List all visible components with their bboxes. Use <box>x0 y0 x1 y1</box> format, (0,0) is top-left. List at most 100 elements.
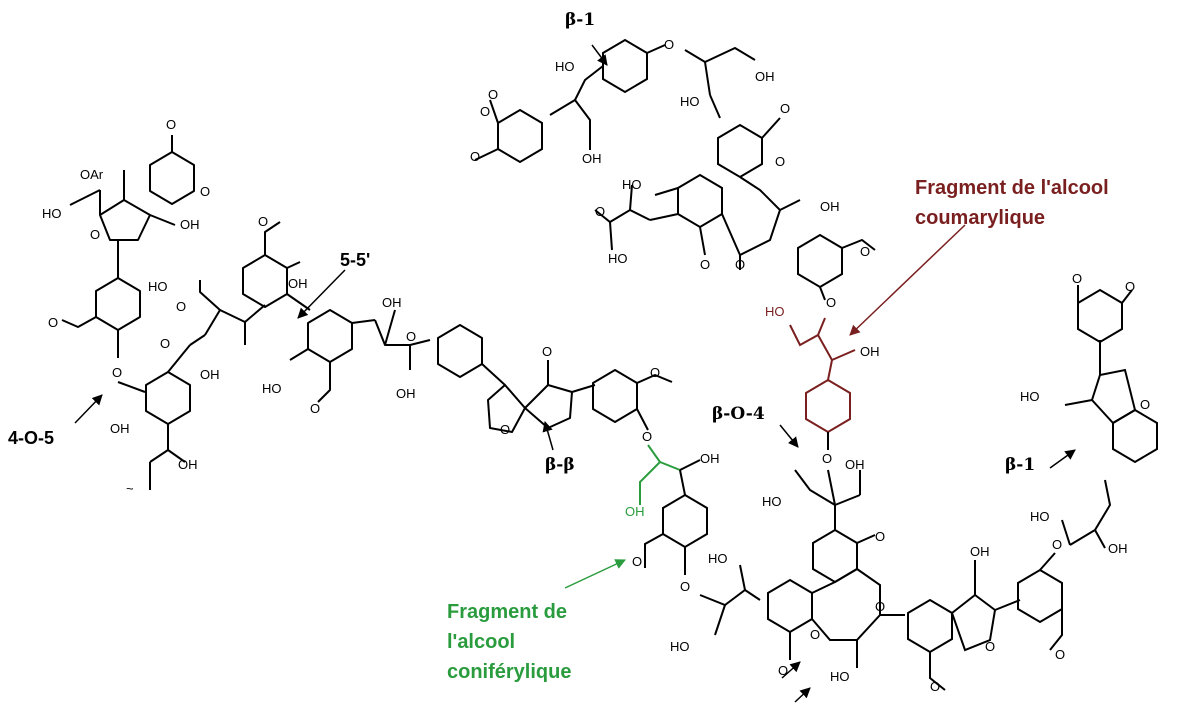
bond <box>761 117 781 139</box>
phenyl-ring-center <box>437 324 483 378</box>
bond <box>994 599 1021 611</box>
bond <box>609 221 613 251</box>
bond <box>819 286 826 301</box>
side-chain <box>699 588 761 607</box>
group-ether-o: O <box>406 329 417 344</box>
methoxy-bond <box>264 221 281 255</box>
group-ether-o: O <box>664 37 675 52</box>
group-ome: O <box>310 401 321 416</box>
bond <box>827 359 833 381</box>
side-chain <box>794 469 836 506</box>
dioxocin-ring-left <box>767 578 813 634</box>
group-ome: O <box>700 257 711 272</box>
group-oh: OH <box>700 451 720 466</box>
group-ome: O <box>480 104 491 119</box>
group-ring-o: O <box>1140 397 1151 412</box>
bond <box>286 261 301 269</box>
bond <box>286 293 311 311</box>
methoxy-bond <box>644 533 664 568</box>
bond <box>189 334 206 346</box>
group-oh: OH <box>178 457 198 472</box>
bond <box>704 61 711 96</box>
group-ring-o: O <box>90 227 101 242</box>
bond <box>817 334 833 361</box>
top-ring-left <box>497 108 543 164</box>
group-ring-o: O <box>985 639 996 654</box>
group-ring-o: O <box>875 599 886 614</box>
group-ether-o: O <box>826 295 837 310</box>
right-benzofuran-furan <box>1090 368 1137 425</box>
group-ome: O <box>860 244 871 259</box>
arrow-5-5 <box>297 269 346 319</box>
side-chain <box>573 65 604 150</box>
bond <box>69 189 101 206</box>
coniferyl-side-chain <box>639 444 662 505</box>
arrow-bottom-right <box>794 687 811 703</box>
bond <box>856 534 876 544</box>
bond <box>1061 519 1071 546</box>
guaiacyl-ring-b <box>662 493 708 549</box>
group-oh: OH <box>200 367 220 382</box>
top-guaiacyl-ring <box>797 233 843 289</box>
bond <box>167 449 186 463</box>
group-ether-o: O <box>470 149 481 164</box>
group-ome: O <box>778 663 789 678</box>
coumaryl-fragment-label: Fragment de l'alcool coumarylique <box>915 177 1109 229</box>
bond <box>289 348 309 361</box>
bicyclic-ring-left <box>487 384 526 433</box>
group-ether-o: O <box>160 336 171 351</box>
bond <box>654 187 679 196</box>
group-ring-o: O <box>542 344 553 359</box>
group-oh: OH <box>288 276 308 291</box>
group-ether-o: O <box>642 429 653 444</box>
bond <box>117 381 146 393</box>
methoxy-bond <box>1049 609 1063 651</box>
group-ho: HO <box>670 639 690 654</box>
group-oh: OH <box>382 295 402 310</box>
linkage-label-beta-1-right: β-1 <box>1005 455 1036 475</box>
arrow-b1-top <box>591 44 608 66</box>
left-furan-ring <box>99 199 151 241</box>
dioxocin-ring-bridge <box>811 567 881 641</box>
bond <box>219 309 246 323</box>
group-wavy-bond: ~ <box>126 481 134 496</box>
group-oh: OH <box>970 544 990 559</box>
arrow-b1-right <box>1049 449 1076 469</box>
bond <box>351 319 376 324</box>
linkage-label-5-5: 5-5' <box>340 250 371 270</box>
group-oh: OH <box>845 457 865 472</box>
group-ome: O <box>488 87 499 102</box>
bond <box>699 226 706 256</box>
bond <box>679 459 701 471</box>
group-ho: HO <box>608 251 628 266</box>
group-oh: OH <box>860 344 880 359</box>
group-ome: O <box>930 679 941 694</box>
bond <box>834 494 861 506</box>
group-ome: O <box>632 554 643 569</box>
group-ether-o: O <box>680 579 691 594</box>
group-ho-coumaryl: HO <box>765 304 785 319</box>
group-ether-o: O <box>822 451 833 466</box>
bond <box>384 309 396 346</box>
guaiacyl-ring-a <box>592 369 638 423</box>
group-oh: OH <box>396 386 416 401</box>
bond <box>659 461 681 471</box>
group-ho: HO <box>262 381 282 396</box>
bond <box>679 469 686 496</box>
bond <box>827 469 836 506</box>
side-chain <box>1069 479 1112 546</box>
bond <box>649 213 679 221</box>
bond <box>1121 289 1133 304</box>
group-ether-o: O <box>1052 537 1063 552</box>
side-chain <box>199 280 221 336</box>
top-dioxocin-ring-b <box>677 173 723 229</box>
side-chain <box>594 208 651 224</box>
methoxy-bond <box>61 316 97 328</box>
right-top-ring <box>1077 288 1123 344</box>
bicyclic-ring-right <box>524 384 573 429</box>
group-oh: OH <box>180 217 200 232</box>
group-oh: OH <box>755 69 775 84</box>
bond <box>474 148 499 161</box>
